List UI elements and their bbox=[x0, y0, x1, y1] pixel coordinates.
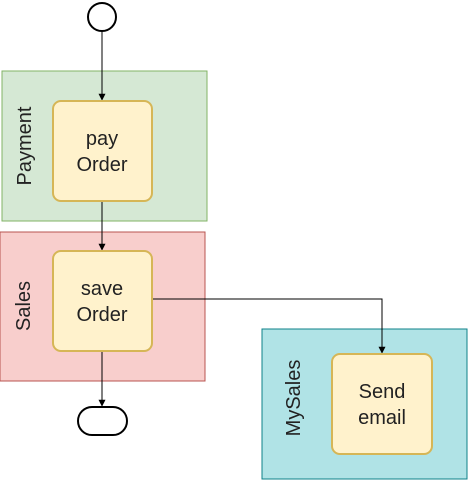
task-send-email-line2: email bbox=[358, 407, 406, 429]
task-pay-order-line2: Order bbox=[76, 154, 127, 176]
task-save-order-line2: Order bbox=[76, 304, 127, 326]
task-pay-order[interactable]: pay Order bbox=[52, 100, 153, 202]
lane-mysales-label: MySales bbox=[283, 360, 305, 437]
edge-save-order-to-send-email bbox=[153, 298, 386, 354]
lane-sales-label: Sales bbox=[13, 281, 35, 331]
task-send-email-box bbox=[331, 353, 433, 455]
lane-payment-label: Payment bbox=[14, 106, 36, 185]
task-send-email-line1: Send bbox=[359, 381, 406, 403]
task-save-order-line1: save bbox=[81, 278, 123, 300]
task-save-order[interactable]: save Order bbox=[52, 250, 153, 352]
end-node[interactable] bbox=[77, 406, 128, 436]
task-pay-order-line1: pay bbox=[86, 128, 118, 150]
task-send-email[interactable]: Send email bbox=[331, 353, 433, 455]
task-save-order-box bbox=[52, 250, 153, 352]
task-pay-order-box bbox=[52, 100, 153, 202]
start-node[interactable] bbox=[87, 2, 117, 32]
